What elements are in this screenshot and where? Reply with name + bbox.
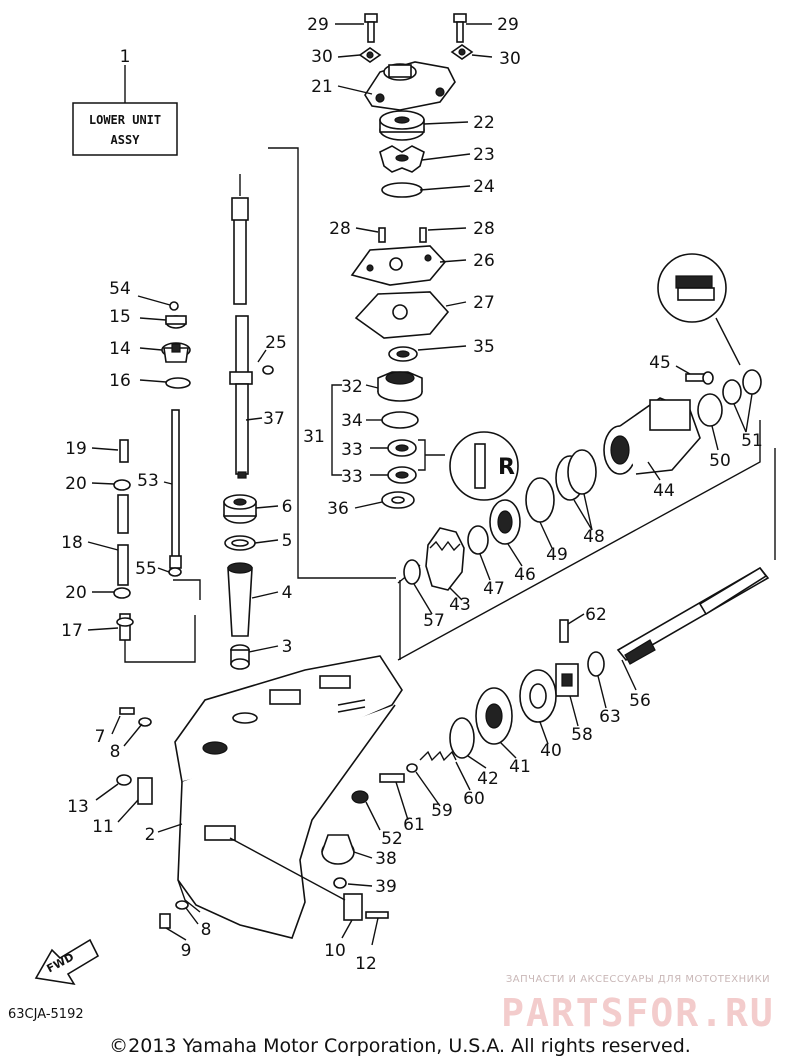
svg-text:R: R	[498, 455, 515, 480]
callout-58: 58	[571, 725, 593, 745]
propeller-shaft	[616, 566, 770, 665]
callout-48: 48	[583, 527, 605, 547]
callout-1: 1	[120, 47, 131, 67]
callout-41: 41	[509, 757, 531, 777]
callout-5: 5	[282, 531, 293, 551]
callout-40: 40	[540, 741, 562, 761]
diagram-code: 63CJA-5192	[8, 1007, 84, 1022]
callout-13: 13	[67, 797, 89, 817]
callout-14: 14	[109, 339, 131, 359]
callout-51: 51	[741, 431, 763, 451]
callout-16: 16	[109, 371, 131, 391]
callout-29b: 29	[497, 15, 519, 35]
callout-57: 57	[423, 611, 445, 631]
callout-numbers: 1 2 3 4 5 6 7 8 8 9 10 11 12 13 14 15 16…	[61, 15, 763, 974]
callout-8b: 8	[201, 920, 212, 940]
callout-7: 7	[95, 727, 106, 747]
bolt-29-left	[364, 13, 378, 43]
callout-59: 59	[431, 801, 453, 821]
callout-20b: 20	[65, 583, 87, 603]
leader-lines	[87, 23, 753, 946]
assembly-label-line1: LOWER UNIT	[89, 113, 161, 127]
callout-19: 19	[65, 439, 87, 459]
callout-33a: 33	[341, 440, 363, 460]
lower-case-housing	[174, 655, 403, 939]
callout-24: 24	[473, 177, 495, 197]
callout-53: 53	[137, 471, 159, 491]
callout-31: 31	[303, 427, 325, 447]
callout-32: 32	[341, 377, 363, 397]
callout-8a: 8	[110, 742, 121, 762]
callout-27: 27	[473, 293, 495, 313]
callout-10: 10	[324, 941, 346, 961]
pump-housing	[364, 61, 456, 111]
callout-28b: 28	[473, 219, 495, 239]
callout-43: 43	[449, 595, 471, 615]
callout-42: 42	[477, 769, 499, 789]
callout-26: 26	[473, 251, 495, 271]
callout-25: 25	[265, 333, 287, 353]
callout-52: 52	[381, 829, 403, 849]
watermark-brand: PARTSFOR.RU	[501, 991, 775, 1035]
callout-50: 50	[709, 451, 731, 471]
bolt-29-right	[453, 13, 467, 43]
callout-23: 23	[473, 145, 495, 165]
callout-49: 49	[546, 545, 568, 565]
callout-37: 37	[263, 409, 285, 429]
callout-15: 15	[109, 307, 131, 327]
callout-63: 63	[599, 707, 621, 727]
assembly-label-line2: ASSY	[111, 133, 141, 147]
callout-54: 54	[109, 279, 131, 299]
drive-shaft	[229, 197, 253, 479]
callout-30b: 30	[499, 49, 521, 69]
callout-2: 2	[145, 825, 156, 845]
callout-28a: 28	[329, 219, 351, 239]
watermark-tagline: ЗАПЧАСТИ И АКСЕССУАРЫ ДЛЯ МОТОТЕХНИКИ	[506, 974, 770, 985]
callout-47: 47	[483, 579, 505, 599]
callout-60: 60	[463, 789, 485, 809]
copyright-text: ©2013 Yamaha Motor Corporation, U.S.A. A…	[109, 1035, 691, 1057]
callout-38: 38	[375, 849, 397, 869]
forward-gear	[425, 527, 465, 591]
callout-36: 36	[327, 499, 349, 519]
bearing-housing	[603, 397, 701, 475]
callout-12: 12	[355, 954, 377, 974]
callout-9: 9	[181, 941, 192, 961]
callout-3: 3	[282, 637, 293, 657]
callout-61: 61	[403, 815, 425, 835]
callout-20a: 20	[65, 474, 87, 494]
callout-44: 44	[653, 481, 675, 501]
callout-55: 55	[135, 559, 157, 579]
callout-29a: 29	[307, 15, 329, 35]
callout-35: 35	[473, 337, 495, 357]
callout-30a: 30	[311, 47, 333, 67]
callout-34: 34	[341, 411, 363, 431]
callout-11: 11	[92, 817, 114, 837]
lower-unit-assy-box	[72, 102, 178, 156]
callout-45: 45	[649, 353, 671, 373]
callout-4: 4	[282, 583, 293, 603]
callout-62: 62	[585, 605, 607, 625]
fwd-arrow: FWD	[34, 938, 100, 986]
callout-6: 6	[282, 497, 293, 517]
callout-33b: 33	[341, 467, 363, 487]
callout-22: 22	[473, 113, 495, 133]
callout-46: 46	[514, 565, 536, 585]
callout-39: 39	[375, 877, 397, 897]
callout-18: 18	[61, 533, 83, 553]
callout-56: 56	[629, 691, 651, 711]
callout-21: 21	[311, 77, 333, 97]
callout-17: 17	[61, 621, 83, 641]
